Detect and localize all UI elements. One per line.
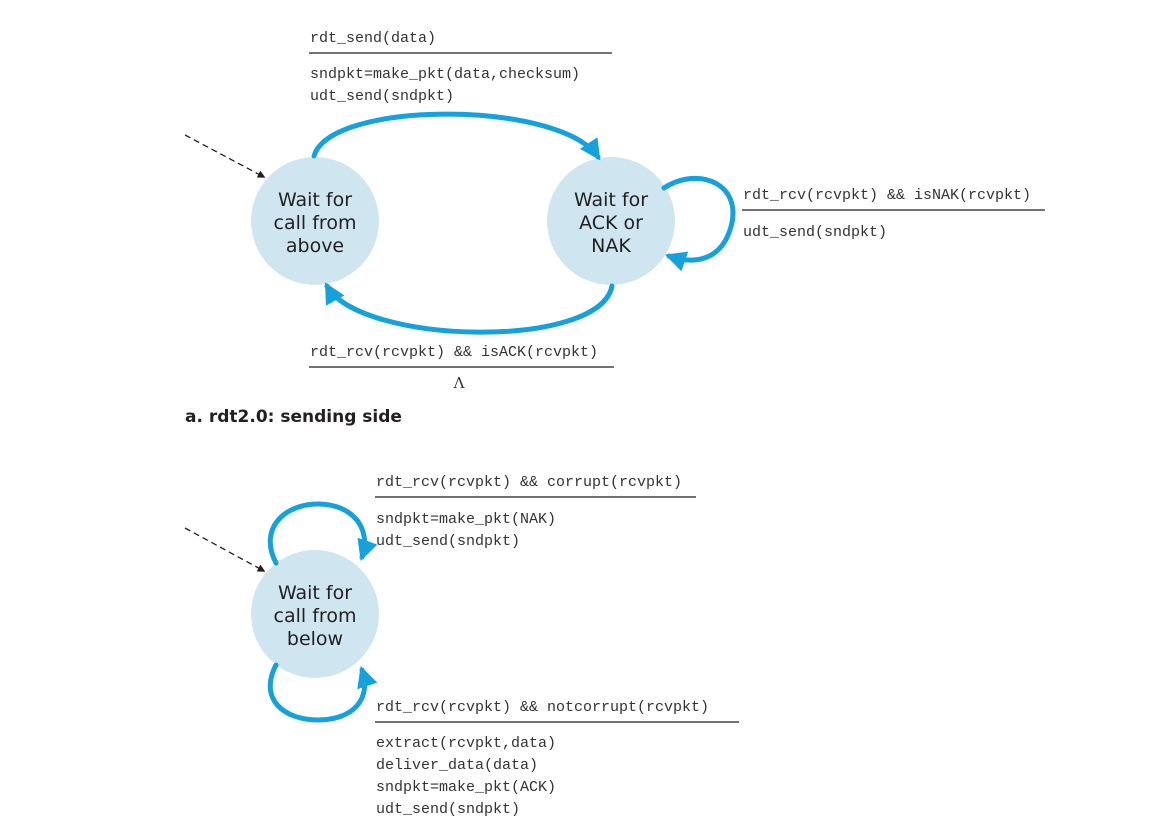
transition-label-nak: rdt_rcv(rcvpkt) && isNAK(rcvpkt) udt_sen… — [742, 187, 1045, 241]
lambda-action: Λ — [453, 374, 465, 392]
transition-action: udt_send(sndpkt) — [743, 224, 887, 241]
self-loop-arrow-corrupt — [267, 501, 378, 566]
state-label-line: Wait for — [278, 582, 352, 604]
state-label-line: Wait for — [278, 189, 352, 211]
transition-arrow-ack — [324, 282, 615, 335]
transition-action: deliver_data(data) — [376, 757, 538, 774]
state-label-line: ACK or — [579, 212, 643, 234]
sender-initial-arrow — [184, 134, 266, 178]
transition-action: sndpkt=make_pkt(NAK) — [376, 511, 556, 528]
transition-event: rdt_send(data) — [310, 30, 436, 47]
state-label-line: NAK — [591, 235, 631, 257]
transition-arrow-send — [311, 111, 601, 161]
self-loop-arrow-notcorrupt — [267, 662, 378, 723]
transition-event: rdt_rcv(rcvpkt) && corrupt(rcvpkt) — [376, 474, 682, 491]
state-label-line: above — [286, 235, 344, 257]
receiver-initial-arrow — [184, 527, 266, 572]
state-wait-call-from-above: Wait for call from above — [251, 157, 379, 285]
state-circle — [547, 157, 675, 285]
state-wait-ack-or-nak: Wait for ACK or NAK — [547, 157, 675, 285]
transition-action: sndpkt=make_pkt(ACK) — [376, 779, 556, 796]
transition-action: udt_send(sndpkt) — [376, 533, 520, 550]
transition-event: rdt_rcv(rcvpkt) && isACK(rcvpkt) — [310, 344, 598, 361]
transition-label-ack: rdt_rcv(rcvpkt) && isACK(rcvpkt) Λ — [309, 344, 614, 392]
state-label-line: Wait for — [574, 189, 648, 211]
state-label-line: call from — [274, 212, 357, 234]
transition-label-corrupt: rdt_rcv(rcvpkt) && corrupt(rcvpkt) sndpk… — [375, 474, 696, 550]
state-wait-call-from-below: Wait for call from below — [251, 550, 379, 678]
state-label-line: call from — [274, 605, 357, 627]
caption-sending-side: a. rdt2.0: sending side — [185, 407, 402, 427]
transition-label-notcorrupt: rdt_rcv(rcvpkt) && notcorrupt(rcvpkt) ex… — [375, 699, 739, 818]
transition-label-send: rdt_send(data) sndpkt=make_pkt(data,chec… — [309, 30, 612, 105]
self-loop-arrow-nak — [661, 176, 736, 272]
transition-action: udt_send(sndpkt) — [310, 88, 454, 105]
transition-action: sndpkt=make_pkt(data,checksum) — [310, 66, 580, 83]
transition-action: extract(rcvpkt,data) — [376, 735, 556, 752]
state-circle — [251, 157, 379, 285]
transition-event: rdt_rcv(rcvpkt) && notcorrupt(rcvpkt) — [376, 699, 709, 716]
state-circle — [251, 550, 379, 678]
transition-action: udt_send(sndpkt) — [376, 801, 520, 818]
state-label-line: below — [287, 628, 343, 650]
transition-event: rdt_rcv(rcvpkt) && isNAK(rcvpkt) — [743, 187, 1031, 204]
